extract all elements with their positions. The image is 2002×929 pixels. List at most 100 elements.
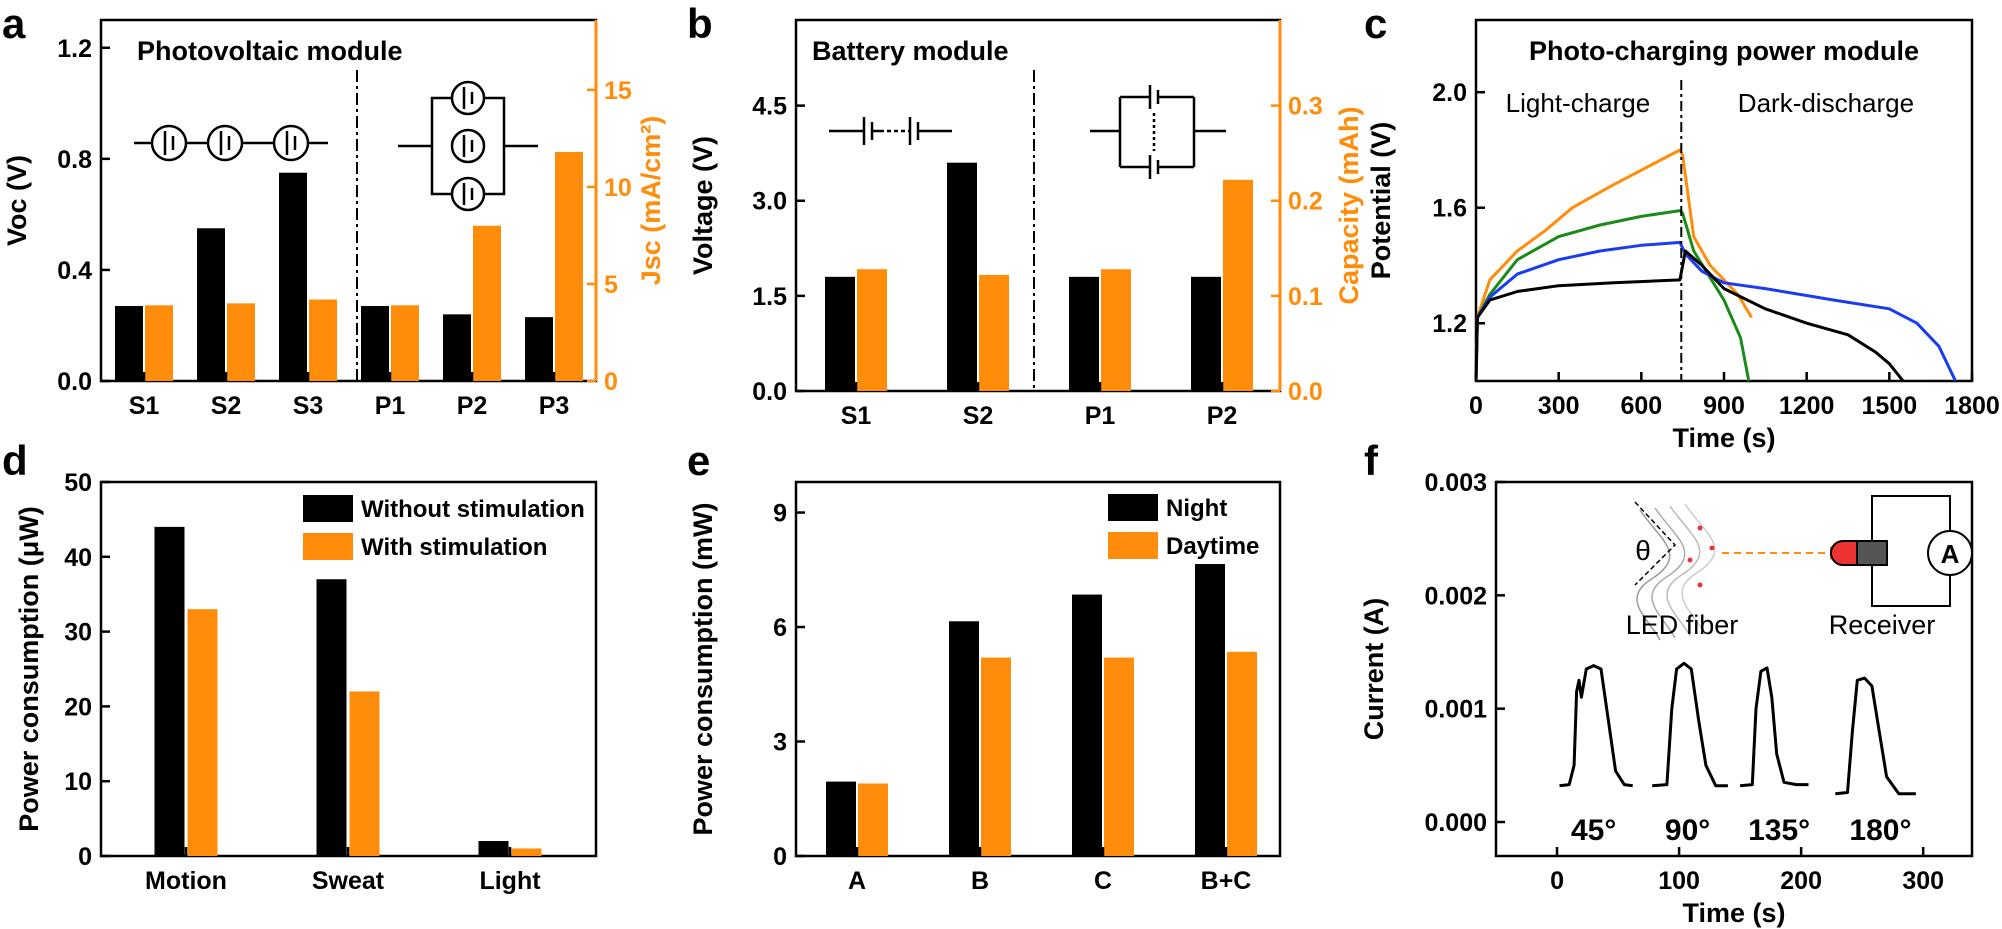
panel-a-x-tick-label: P3 <box>539 392 570 420</box>
panel-b-x-tick-label: P2 <box>1207 402 1238 430</box>
panel-d-legend-label: With stimulation <box>361 534 547 561</box>
panel-e-x-tick-label: C <box>1094 867 1112 895</box>
panel-a-x-tick-label: P2 <box>457 392 488 420</box>
panel-d-x-tick-label: Light <box>479 867 541 895</box>
panel-a-bar-series0 <box>115 306 143 381</box>
panel-f-plot-frame <box>1494 480 1974 858</box>
panel-d-y-tick-label: 30 <box>64 619 92 647</box>
panel-c-y-tick-label: 1.2 <box>1432 310 1467 338</box>
panel-d-y-tick-label: 20 <box>64 693 92 721</box>
panel-f-peak-label: 135° <box>1748 814 1810 847</box>
panel-a-plot-frame <box>99 18 598 383</box>
panel-b-bar-series1 <box>979 274 1009 391</box>
panel-e-bar-night <box>949 621 979 856</box>
panel-c-y-tick-label: 2.0 <box>1432 79 1467 107</box>
panel-d-y-tick-label: 40 <box>64 544 92 572</box>
panel-d-bar-with-stimulation <box>349 691 380 856</box>
panel-a-bar-series0 <box>443 314 471 381</box>
panel-e-legend-label: Daytime <box>1166 533 1259 560</box>
panel-letter-a: a <box>2 0 26 47</box>
panel-f-y-tick-label: 0.002 <box>1424 582 1487 610</box>
panel-f-x-axis-label: Time (s) <box>1682 898 1785 928</box>
panel-b-bar-series1 <box>1223 179 1253 391</box>
panel-a-x-tick-label: S3 <box>293 392 324 420</box>
panel-e-x-tick-label: B <box>971 867 989 895</box>
panel-f-peak-label: 90° <box>1665 814 1710 847</box>
panel-f-peak-label: 180° <box>1849 814 1911 847</box>
panel-c-annotation: Light-charge <box>1506 88 1651 118</box>
panel-b-y2-axis-label: Capacity (mAh) <box>1334 106 1364 304</box>
panel-a-bar-series1 <box>473 225 501 381</box>
panel-a-bar-series1 <box>309 299 337 381</box>
panel-d-legend-label: Without stimulation <box>361 496 585 523</box>
panel-a-y2-axis-label: Jsc (mA/cm²) <box>636 116 666 286</box>
panel-a-x-tick-label: P1 <box>375 392 406 420</box>
panel-a-bar-series0 <box>197 228 225 381</box>
panel-b-x-tick-label: P1 <box>1085 402 1116 430</box>
panel-e-bar-night <box>1195 564 1225 856</box>
panel-b-y-tick-label: 0.0 <box>752 378 787 406</box>
series-cells-schematic-icon <box>134 124 328 162</box>
panel-d-bar-without-stimulation <box>478 841 509 856</box>
panel-b-y2-tick-label: 0.1 <box>1288 283 1323 311</box>
panel-b-y-axis-label: Voltage (V) <box>688 136 718 275</box>
parallel-cells-schematic-icon <box>398 80 538 212</box>
panel-b-y-tick-label: 3.0 <box>752 188 787 216</box>
led-fiber-icon <box>1634 501 1842 641</box>
panel-e-y-tick-label: 9 <box>773 500 787 528</box>
panel-c-series-line <box>1474 148 1753 382</box>
panel-e-y-tick-label: 3 <box>773 729 787 757</box>
panel-b-bar-series0 <box>825 276 855 391</box>
panel-b-y-tick-label: 4.5 <box>752 93 787 121</box>
panel-b-bar-series1 <box>1101 269 1131 391</box>
panel-c-x-tick-label: 900 <box>1703 392 1745 420</box>
panel-a-y-tick-label: 0.4 <box>57 257 92 285</box>
panel-letter-f: f <box>1364 437 1379 484</box>
panel-d-bar-with-stimulation <box>511 848 542 856</box>
panel-f-x-tick-label: 300 <box>1902 867 1944 895</box>
panel-b-x-tick-label: S2 <box>963 402 994 430</box>
panel-a-x-tick-label: S1 <box>129 392 160 420</box>
panel-b-y2-tick-label: 0.2 <box>1288 188 1323 216</box>
panel-e-legend-swatch <box>1108 494 1158 521</box>
panel-c-x-tick-label: 1200 <box>1779 392 1835 420</box>
panel-d-x-tick-label: Sweat <box>312 867 385 895</box>
panel-c-series-line <box>1474 249 1905 382</box>
panel-e-legend-label: Night <box>1166 495 1227 522</box>
panel-e-bar-night <box>826 781 856 856</box>
panel-letter-c: c <box>1364 0 1387 47</box>
panel-e-x-tick-label: A <box>848 867 866 895</box>
panel-d-legend-swatch <box>303 533 353 560</box>
panel-e-bar-daytime <box>981 657 1011 856</box>
panel-b-bar-series0 <box>1191 276 1221 391</box>
receiver-label: Receiver <box>1829 610 1936 640</box>
panel-f-x-tick-label: 0 <box>1550 867 1564 895</box>
panel-b-bar-series1 <box>857 269 887 391</box>
panel-d-y-axis-label: Power consumption (μW) <box>14 506 44 832</box>
panel-b-bar-series0 <box>1069 276 1099 391</box>
panel-e-bar-night <box>1072 594 1102 856</box>
panel-c-annotation: Dark-discharge <box>1738 88 1914 118</box>
panel-a-bar-series0 <box>525 317 553 381</box>
panel-f-series-line <box>1835 676 1916 796</box>
panel-b-x-tick-label: S1 <box>841 402 872 430</box>
panel-a-y2-tick-label: 10 <box>604 174 632 202</box>
receiver-circuit-icon <box>1830 495 1973 607</box>
panel-letter-b: b <box>687 0 713 47</box>
panel-d-x-tick-label: Motion <box>145 867 227 895</box>
panel-d-bar-with-stimulation <box>187 609 218 856</box>
panel-a-y2-tick-label: 0 <box>604 368 618 396</box>
panel-e-bar-daytime <box>858 783 888 856</box>
panel-a-y-tick-label: 0.8 <box>57 146 92 174</box>
panel-a-y-tick-label: 1.2 <box>57 35 92 63</box>
panel-f-series-line <box>1652 661 1728 788</box>
panel-c-x-tick-label: 1500 <box>1862 392 1918 420</box>
panel-a-title: Photovoltaic module <box>137 36 403 66</box>
panel-a-y-axis-label: Voc (V) <box>2 155 32 246</box>
